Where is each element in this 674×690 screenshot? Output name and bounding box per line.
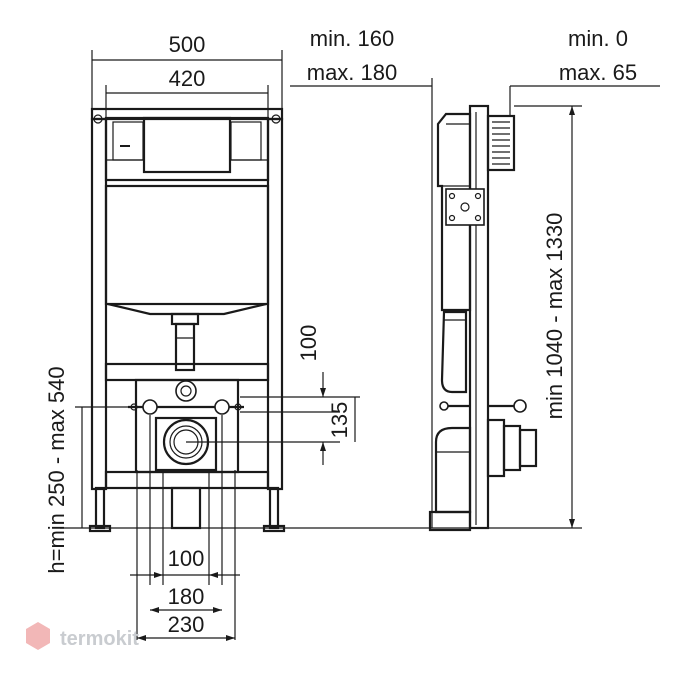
- frame-left-post: [90, 117, 108, 491]
- frame-bottom-beam: [104, 470, 270, 490]
- dim-label-offset-max: max. 65: [559, 60, 637, 85]
- dim-label-vert-135: 135: [327, 402, 352, 439]
- drain-elbow: [434, 426, 472, 514]
- frame-cross-beam: [104, 362, 270, 382]
- side-view: min. 160 max. 180 min. 0 max. 65: [290, 26, 660, 532]
- dim-label-h-range: h=min 250 - max 540: [44, 366, 69, 573]
- leg-right: [268, 486, 280, 530]
- flush-pipe: [174, 322, 196, 372]
- front-view: 500 420: [44, 32, 400, 641]
- watermark-text: termokit: [60, 628, 139, 650]
- dim-label-vert-100: 100: [296, 325, 321, 362]
- dim-label-bottom-100: 100: [168, 546, 205, 571]
- mount-bracket: [445, 188, 485, 226]
- dim-label-bottom-230: 230: [168, 612, 205, 637]
- dim-label-500: 500: [169, 32, 206, 57]
- watermark: termokit: [26, 622, 139, 650]
- dim-label-bottom-180: 180: [168, 584, 205, 609]
- cistern-body: [104, 184, 270, 306]
- flush-mechanism: [486, 114, 516, 172]
- side-frame-rail: [468, 104, 490, 530]
- frame-right-post: [266, 117, 284, 491]
- dim-label-420: 420: [169, 66, 206, 91]
- cistern-side: [436, 112, 472, 312]
- drain-mount: [154, 416, 218, 472]
- dim-label-depth-min: min. 160: [310, 26, 394, 51]
- leg-left: [94, 486, 106, 530]
- flush-plate-recess: [142, 116, 232, 174]
- dim-label-offset-min: min. 0: [568, 26, 628, 51]
- flush-pipe-side: [440, 310, 468, 394]
- drain-connector: [486, 418, 506, 478]
- dim-label-height-range: min 1040 - max 1330: [542, 213, 567, 420]
- dim-label-depth-max: max. 180: [307, 60, 398, 85]
- brand-logo-icon: [26, 622, 50, 650]
- drain-pipe: [170, 486, 202, 530]
- cistern-top: [104, 116, 270, 182]
